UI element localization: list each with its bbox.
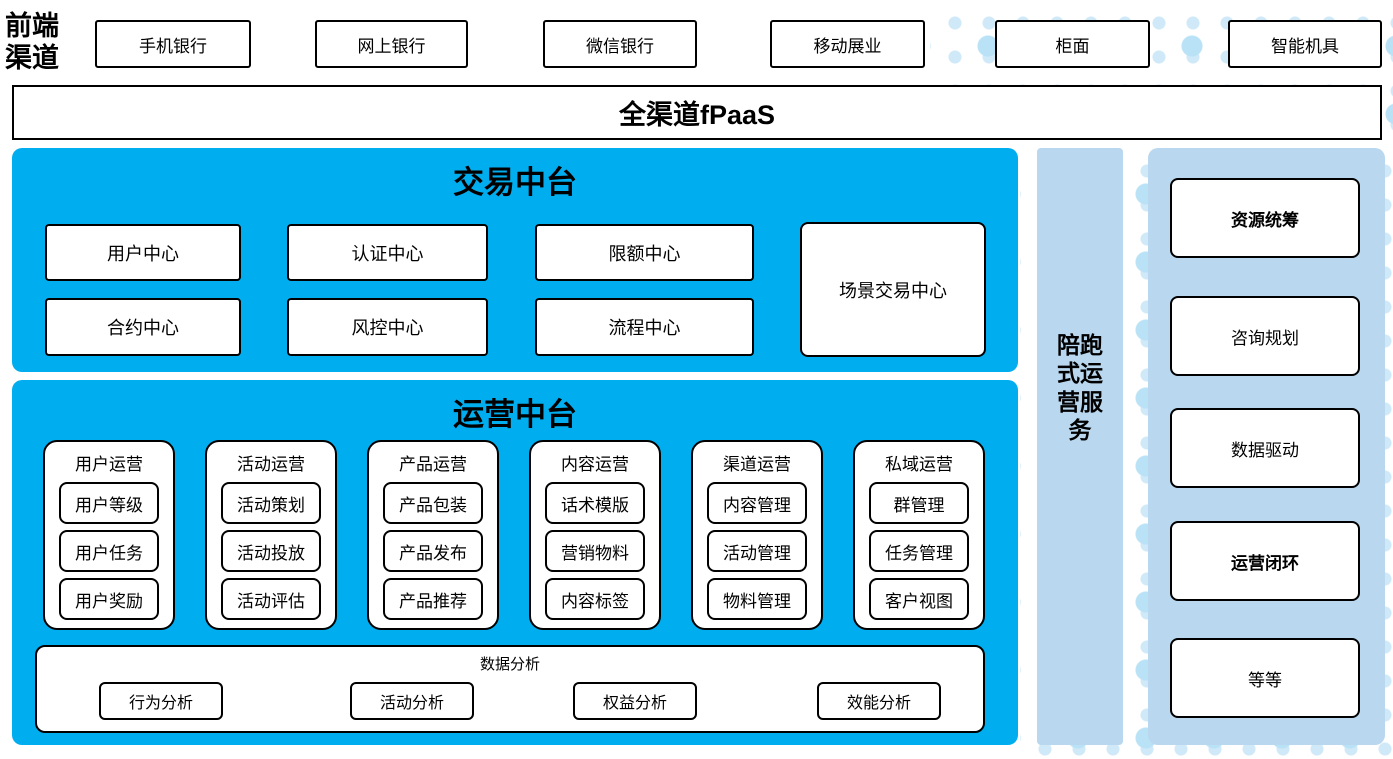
data-analysis-title: 数据分析 [479, 656, 540, 673]
ops-item-box: 用户任务 [59, 530, 159, 572]
ops-column-product: 产品运营 产品包装 产品发布 产品推荐 [367, 440, 499, 630]
channel-box-mobile-banking: 手机银行 [95, 20, 251, 68]
services-panel: 资源统筹 咨询规划 数据驱动 运营闭环 等等 [1148, 148, 1385, 745]
ops-column-content: 内容运营 话术模版 营销物料 内容标签 [529, 440, 661, 630]
ops-platform-title: 运营中台 [453, 397, 577, 432]
channel-box-online-banking: 网上银行 [315, 20, 468, 68]
ops-item-box: 用户等级 [59, 482, 159, 524]
ops-item-box: 活动策划 [221, 482, 321, 524]
ops-column-header: 私域运营 [885, 454, 953, 474]
ops-item-box: 营销物料 [545, 530, 645, 572]
ops-item-box: 内容管理 [707, 482, 807, 524]
ops-item-box: 内容标签 [545, 578, 645, 620]
ops-item-box: 物料管理 [707, 578, 807, 620]
ops-column-header: 产品运营 [399, 454, 467, 474]
trade-box-risk-center: 风控中心 [287, 298, 488, 356]
trade-box-user-center: 用户中心 [45, 224, 241, 281]
ops-item-box: 话术模版 [545, 482, 645, 524]
ops-column-channel: 渠道运营 内容管理 活动管理 物料管理 [691, 440, 823, 630]
trade-box-contract-center: 合约中心 [45, 298, 241, 356]
ops-column-user: 用户运营 用户等级 用户任务 用户奖励 [43, 440, 175, 630]
trade-platform-panel: 交易中台 用户中心 认证中心 限额中心 合约中心 风控中心 流程中心 场景交易中… [12, 148, 1018, 372]
ops-item-box: 产品推荐 [383, 578, 483, 620]
ops-item-box: 活动评估 [221, 578, 321, 620]
channel-box-smart-machines: 智能机具 [1228, 20, 1382, 68]
ops-platform-panel: 运营中台 用户运营 用户等级 用户任务 用户奖励 活动运营 活动策划 活动投放 … [12, 380, 1018, 745]
ops-column-header: 活动运营 [237, 454, 305, 474]
trade-box-scene-trade-center: 场景交易中心 [800, 222, 986, 357]
ops-column-private-domain: 私域运营 群管理 任务管理 客户视图 [853, 440, 985, 630]
ops-column-activity: 活动运营 活动策划 活动投放 活动评估 [205, 440, 337, 630]
trade-box-process-center: 流程中心 [535, 298, 754, 356]
ops-item-box: 群管理 [869, 482, 969, 524]
analysis-box-behavior: 行为分析 [99, 682, 223, 720]
frontend-channels-label: 前端渠道 [5, 11, 59, 74]
channel-box-wechat-banking: 微信银行 [543, 20, 697, 68]
ops-column-header: 渠道运营 [723, 454, 791, 474]
analysis-box-efficiency: 效能分析 [817, 682, 941, 720]
trade-box-limit-center: 限额中心 [535, 224, 754, 281]
service-box-resource-planning: 资源统筹 [1170, 178, 1360, 258]
channel-box-mobile-sales: 移动展业 [770, 20, 925, 68]
trade-box-auth-center: 认证中心 [287, 224, 488, 281]
data-analysis-panel: 数据分析 行为分析 活动分析 权益分析 效能分析 [35, 645, 985, 733]
service-box-ops-loop: 运营闭环 [1170, 521, 1360, 601]
accompany-service-strip: 陪跑式运营服务 [1037, 148, 1123, 745]
ops-item-box: 客户视图 [869, 578, 969, 620]
ops-item-box: 活动投放 [221, 530, 321, 572]
trade-platform-title: 交易中台 [453, 165, 577, 200]
ops-item-box: 任务管理 [869, 530, 969, 572]
analysis-box-rights: 权益分析 [573, 682, 697, 720]
ops-item-box: 产品发布 [383, 530, 483, 572]
ops-item-box: 产品包装 [383, 482, 483, 524]
ops-item-box: 活动管理 [707, 530, 807, 572]
service-box-data-driven: 数据驱动 [1170, 408, 1360, 488]
service-box-etc: 等等 [1170, 638, 1360, 718]
ops-item-box: 用户奖励 [59, 578, 159, 620]
analysis-box-activity: 活动分析 [350, 682, 474, 720]
accompany-service-label: 陪跑式运营服务 [1057, 332, 1103, 443]
channel-box-counter: 柜面 [995, 20, 1150, 68]
ops-column-header: 用户运营 [75, 454, 143, 474]
fpaas-bar: 全渠道fPaaS [12, 85, 1382, 140]
ops-column-header: 内容运营 [561, 454, 629, 474]
service-box-consulting: 咨询规划 [1170, 296, 1360, 376]
